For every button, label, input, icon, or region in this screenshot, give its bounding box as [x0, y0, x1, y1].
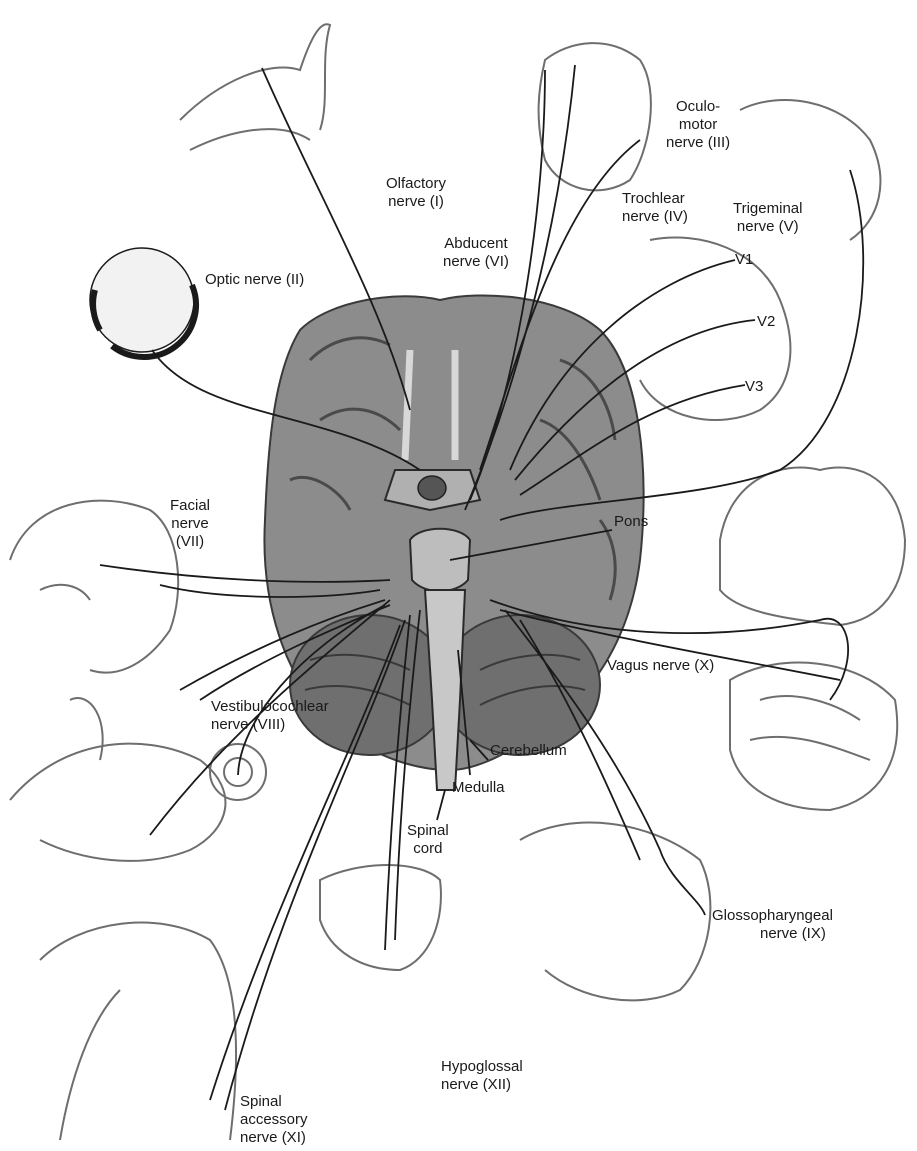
lungs-sketch — [720, 468, 905, 625]
v2-label: V2 — [757, 313, 775, 331]
spinal-cord-leader — [437, 790, 445, 820]
eye-muscles-sketch — [539, 43, 651, 190]
vagus-nerve-label: Vagus nerve (X) — [607, 657, 714, 675]
cerebellum-left — [290, 615, 450, 755]
nose-sketch — [180, 24, 330, 150]
intestines-sketch — [730, 663, 897, 810]
tongue-sketch — [320, 865, 441, 970]
medulla-label: Medulla — [452, 779, 505, 797]
inner-ear-sketch — [10, 698, 225, 861]
v3-label: V3 — [745, 378, 763, 396]
v1-label: V1 — [735, 251, 753, 269]
pons-body — [410, 529, 470, 592]
cerebellum-right — [440, 615, 600, 755]
cerebellum-label: Cerebellum — [490, 742, 567, 760]
optic-nerve-label: Optic nerve (II) — [205, 271, 304, 289]
neck-sketch — [40, 923, 236, 1140]
facial-head-sketch — [10, 501, 178, 673]
throat-sketch — [520, 823, 710, 1001]
eyeball — [90, 248, 196, 357]
pons-label: Pons — [614, 513, 648, 531]
pituitary — [418, 476, 446, 500]
